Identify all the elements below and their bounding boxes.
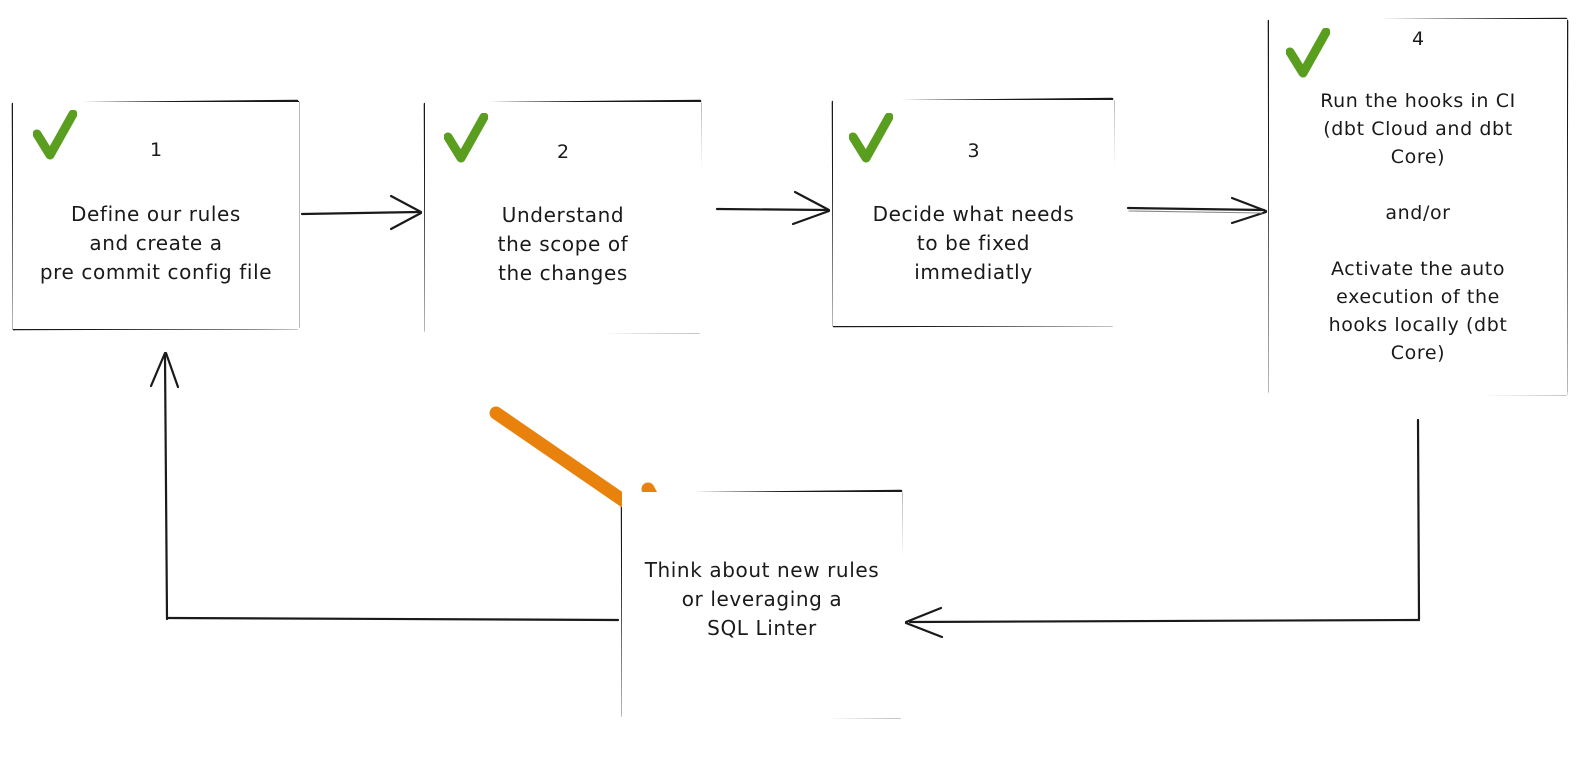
checkmark-icon <box>33 110 77 160</box>
node-number-step-2: 2 <box>556 141 570 163</box>
flow-node-step-4[interactable] <box>1269 19 1567 395</box>
node-number-step-1: 1 <box>149 139 163 161</box>
node-number-step-3: 3 <box>967 140 980 162</box>
checkmark-icon <box>1286 28 1330 78</box>
connector-step-3-to-step-4 <box>1126 196 1268 225</box>
node-text-step-4: Run the hooks in CI (dbt Cloud and dbt C… <box>1320 90 1516 364</box>
flow-node-step-5[interactable] <box>622 492 902 718</box>
connector-step-2-to-step-3 <box>715 190 831 226</box>
connector-step-1-to-step-2 <box>300 194 423 231</box>
node-text-step-5: Think about new rules or leveraging a SQ… <box>644 558 880 640</box>
connector-step-4-to-step-5 <box>904 418 1421 639</box>
node-text-step-3: Decide what needs to be fixed immediatly <box>872 202 1075 284</box>
checkmark-icon <box>849 113 893 163</box>
node-number-step-4: 4 <box>1411 28 1425 50</box>
checkmark-icon <box>444 113 488 163</box>
connector-step-5-to-step-1 <box>149 351 620 622</box>
node-text-step-1: Define our rules and create a pre commit… <box>39 202 273 284</box>
node-text-step-2: Understand the scope of the changes <box>497 203 629 285</box>
